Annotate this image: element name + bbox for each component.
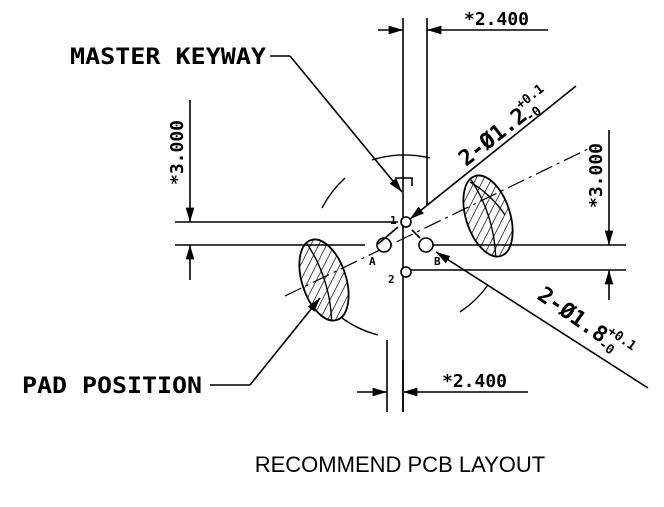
pin-2-label: 2 xyxy=(388,273,395,286)
large-hole-leader xyxy=(411,229,649,389)
pad-upper-right xyxy=(462,174,514,258)
pin-b-label: B xyxy=(434,255,441,268)
master-keyway-leader xyxy=(270,55,403,193)
horizontal-reference-lines xyxy=(175,221,626,271)
caption-text: RECOMMEND PCB LAYOUT xyxy=(254,452,546,477)
pad-position-label: PAD POSITION xyxy=(22,374,202,399)
pin-a-label: A xyxy=(369,255,376,268)
pin-1-label: 1 xyxy=(390,214,397,227)
dim-right-height-label: *3.000 xyxy=(586,143,607,208)
dim-bottom-width-label: *2.400 xyxy=(442,371,507,392)
hole-b xyxy=(418,237,434,253)
large-hole-tol-lower: -0 xyxy=(595,337,617,358)
pad-position-leader xyxy=(210,297,321,386)
small-hole-callout: 2-Ø1.2 +0.1 -0 xyxy=(454,81,547,172)
master-keyway-mark xyxy=(395,177,413,186)
dim-left-height-label: *3.000 xyxy=(167,120,188,185)
dim-top-width-label: *2.400 xyxy=(464,9,529,30)
hole-a xyxy=(376,237,392,253)
holes xyxy=(376,216,434,278)
drawing-caption: RECOMMEND PCB LAYOUT xyxy=(0,452,664,478)
hole-1 xyxy=(400,216,412,228)
master-keyway-label: MASTER KEYWAY xyxy=(70,45,267,70)
small-hole-leader xyxy=(377,85,577,245)
pad-lower-left xyxy=(298,238,350,322)
small-hole-main: 2-Ø1.2 xyxy=(454,103,532,172)
hole-2 xyxy=(400,266,412,278)
vertical-reference-lines xyxy=(386,18,428,412)
